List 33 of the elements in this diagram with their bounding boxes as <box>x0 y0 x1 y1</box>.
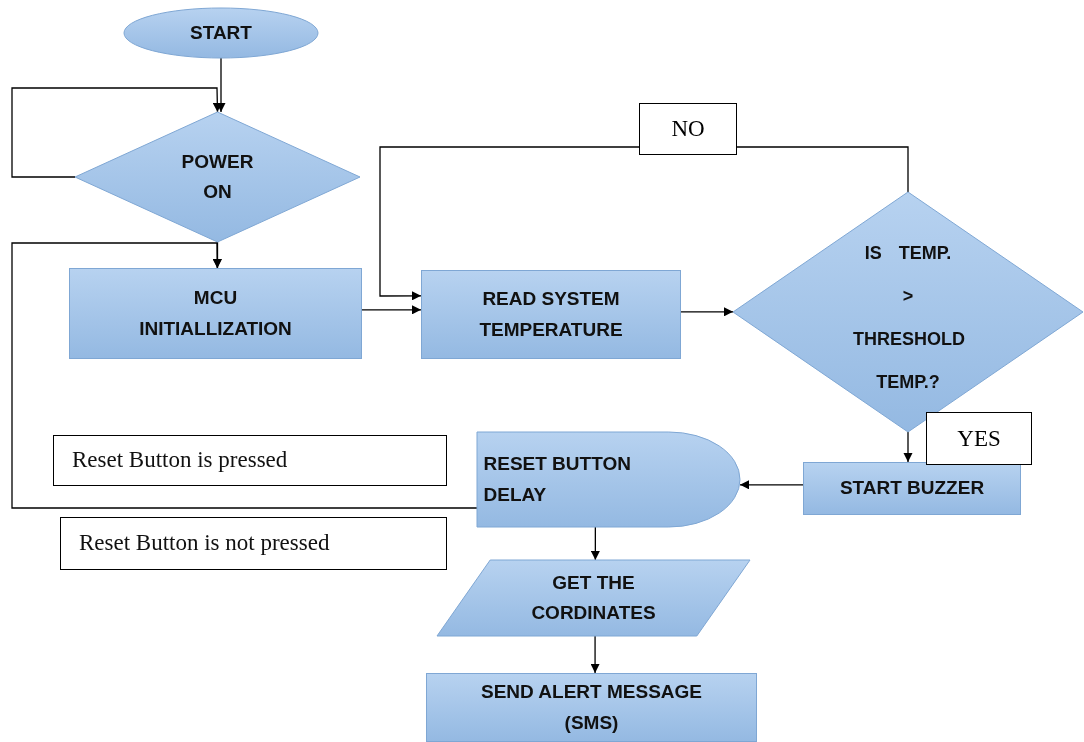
node-label: READ SYSTEM TEMPERATURE <box>478 287 624 342</box>
process-box <box>421 270 681 359</box>
start-ellipse <box>124 8 318 58</box>
process-box <box>426 673 757 742</box>
edge-label: YES <box>926 412 1032 465</box>
arrow <box>11 242 478 509</box>
node-label: MCU INITIALLIZATION <box>138 286 293 341</box>
note-box <box>60 517 447 570</box>
arrow <box>590 635 600 674</box>
arrow <box>903 431 913 463</box>
edge-label: NO <box>639 103 737 155</box>
delay-shape <box>477 432 740 527</box>
node-label: START BUZZER <box>839 476 985 501</box>
node-label: IS TEMP. > THRESHOLD TEMP.? <box>853 241 963 395</box>
node-label: SEND ALERT MESSAGE (SMS) <box>480 680 703 735</box>
node-label: Reset Button is pressed <box>71 446 288 475</box>
decision-diamond <box>733 192 1083 432</box>
arrow <box>216 57 226 113</box>
node-label: GET THE CORDINATES <box>530 570 657 625</box>
node-label: POWER ON <box>180 149 255 204</box>
node-label: Reset Button is not pressed <box>78 529 330 558</box>
arrow <box>361 305 422 315</box>
arrow <box>590 526 600 561</box>
note-box <box>53 435 447 486</box>
process-box <box>803 462 1021 515</box>
node-label: RESET BUTTON DELAY <box>483 452 632 507</box>
decision-diamond <box>75 112 360 242</box>
arrow <box>11 87 222 178</box>
arrow <box>680 307 734 317</box>
data-parallelogram <box>437 560 750 636</box>
arrow <box>739 480 804 490</box>
node-label: START <box>190 20 252 45</box>
process-box <box>69 268 362 359</box>
